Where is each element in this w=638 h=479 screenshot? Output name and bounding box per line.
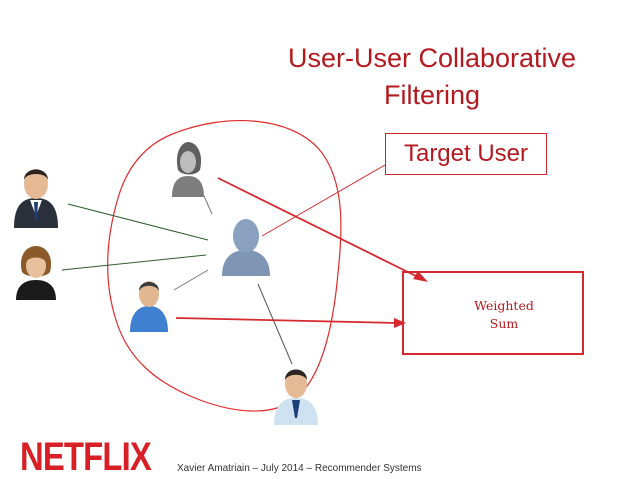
woman-icon (16, 246, 56, 300)
netflix-logo: NETFLIX (20, 435, 152, 479)
connector-businessman (67, 203, 209, 241)
blue-user-icon (130, 281, 168, 332)
target-user-box: Target User (385, 133, 547, 175)
woman-gray-icon (172, 142, 204, 197)
slide-title: User-User Collaborative Filtering (262, 40, 602, 114)
arrow-bottom-head (394, 318, 406, 328)
neighborhood-outline (107, 119, 342, 412)
arrow-bottom (175, 317, 399, 324)
footer-text: Xavier Amatriain – July 2014 – Recommend… (177, 463, 422, 474)
arrow-top (217, 177, 421, 279)
target-user-icon (222, 219, 270, 276)
target-pointer (261, 164, 386, 237)
connector-blue-user (173, 269, 209, 291)
businessman-small-icon (274, 369, 318, 425)
weighted-sum-label: Weighted Sum (434, 297, 574, 333)
businessman-icon (14, 169, 58, 228)
title-line-2: Filtering (383, 80, 481, 110)
title-line-1: User-User Collaborative (287, 43, 577, 73)
connector-woman (61, 254, 207, 271)
arrow-top-head (413, 271, 428, 282)
weighted-line-2: Sum (489, 316, 519, 331)
target-user-label: Target User (403, 140, 529, 167)
connector-woman-gray (203, 195, 213, 215)
connector-bottom-user (257, 283, 293, 365)
weighted-line-1: Weighted (474, 298, 534, 313)
weighted-sum-box: Weighted Sum (402, 271, 584, 355)
